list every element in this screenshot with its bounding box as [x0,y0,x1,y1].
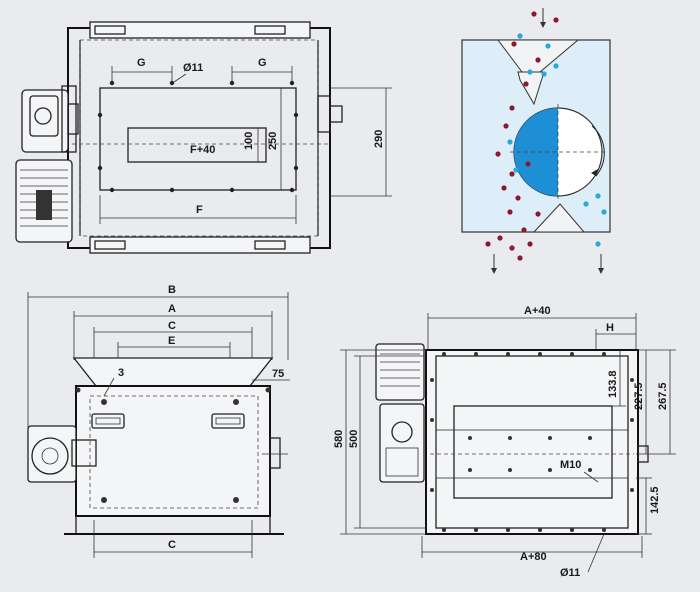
dim-3: 3 [118,367,124,379]
dim-250: 250 [267,132,279,150]
hole-diameter-label: Ø11 [183,62,203,74]
dim-g-left: G [137,57,146,69]
dim-500: 500 [348,430,360,448]
dim-c-bottom: C [168,539,176,551]
dim-e: E [168,335,175,347]
dim-f: F [196,204,203,216]
front-view: B A C E 3 75 [27,284,290,558]
dim-142-5: 142.5 [649,486,661,514]
dim-100: 100 [243,132,255,150]
dim-c-top: C [168,320,176,332]
dim-580: 580 [333,430,345,448]
dim-h: H [606,322,614,334]
side-view: A+40 H [333,305,676,579]
dim-g-right: G [258,57,267,69]
hole-diameter-bottom-label: Ø11 [560,567,580,579]
plan-view: G G Ø11 F+40 100 250 290 F [15,21,392,254]
dim-227-5: 227.5 [633,382,645,410]
dim-133-8: 133.8 [607,370,619,398]
dim-a: A [168,303,176,315]
dim-b: B [168,284,176,296]
dim-75: 75 [272,368,284,380]
operation-schematic [461,8,611,274]
dim-a40: A+40 [524,305,551,317]
thread-m10-label: M10 [560,459,581,471]
dim-f40: F+40 [190,144,215,156]
dim-a80: A+80 [520,551,547,563]
dim-267-5: 267.5 [657,382,669,410]
dim-290: 290 [373,130,385,148]
